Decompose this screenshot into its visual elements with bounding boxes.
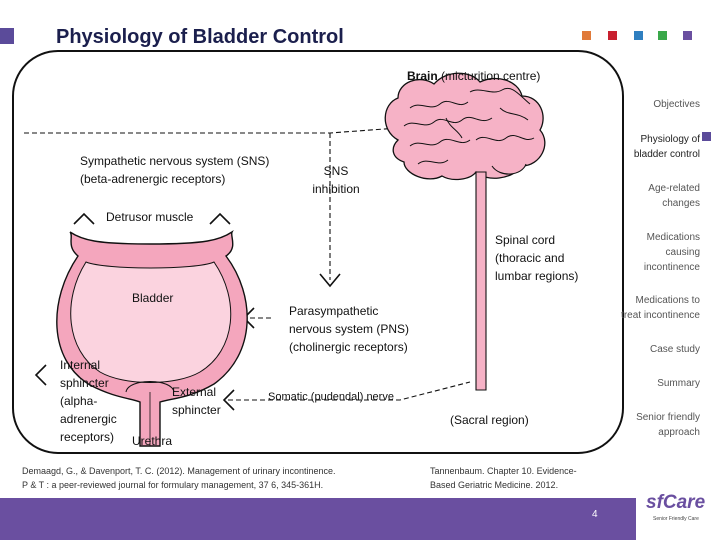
- sns-inhibition-line: inhibition: [312, 182, 360, 196]
- sns-label-line: (beta-adrenergic receptors): [80, 172, 226, 186]
- sns-inhibition-label: SNS inhibition: [310, 162, 362, 198]
- brain-shape: [384, 72, 546, 181]
- external-sphincter-label: External sphincter: [172, 383, 221, 419]
- reference-right-line: Based Geriatric Medicine. 2012.: [430, 480, 559, 490]
- nav-item-medications-treat[interactable]: Medications to treat incontinence: [621, 295, 700, 321]
- brain-subtitle: (micturition centre): [441, 69, 541, 83]
- urethra-label: Urethra: [132, 434, 173, 448]
- sfcare-logo: sfCare: [646, 492, 706, 513]
- reference-right: Tannenbaum. Chapter 10. Evidence- Based …: [430, 464, 577, 492]
- sacral-region-label: (Sacral region): [450, 413, 529, 427]
- accent-square-green: [658, 31, 667, 40]
- spinal-cord-shape: [475, 171, 487, 391]
- pns-label-line: (cholinergic receptors): [289, 340, 408, 354]
- pns-label-line: Parasympathetic: [289, 304, 379, 318]
- accent-square-orange: [582, 31, 591, 40]
- internal-sphincter-line: receptors): [60, 430, 115, 444]
- page-number: 4: [592, 509, 598, 520]
- page-title: Physiology of Bladder Control: [56, 26, 344, 48]
- reference-left: Demaagd, G., & Davenport, T. C. (2012). …: [22, 464, 336, 492]
- brain-label: Brain (micturition centre): [407, 67, 540, 85]
- sns-inhibition-line: SNS: [323, 164, 349, 178]
- nav-item-case-study[interactable]: Case study: [649, 344, 700, 355]
- sns-label-line: Sympathetic nervous system (SNS): [80, 154, 270, 168]
- brain-title: Brain: [407, 69, 438, 83]
- internal-sphincter-line: adrenergic: [60, 412, 117, 426]
- reference-right-line: Tannenbaum. Chapter 10. Evidence-: [430, 466, 577, 476]
- accent-square-purple: [683, 31, 692, 40]
- pns-label-line: nervous system (PNS): [289, 322, 410, 336]
- detrusor-label: Detrusor muscle: [106, 210, 194, 224]
- nav-item-physiology[interactable]: Physiology of bladder control: [633, 134, 700, 160]
- internal-sphincter-line: (alpha-: [60, 394, 98, 408]
- sns-pathway: [24, 127, 399, 280]
- sfcare-logo-tagline: Senior Friendly Care: [653, 516, 699, 522]
- internal-sphincter-label: Internal sphincter (alpha- adrenergic re…: [60, 356, 117, 446]
- accent-square-red: [608, 31, 617, 40]
- sns-label: Sympathetic nervous system (SNS) (beta-a…: [80, 152, 269, 188]
- external-sphincter-line: External: [172, 385, 217, 399]
- nav-item-senior-friendly[interactable]: Senior friendly approach: [636, 412, 700, 438]
- bladder-label: Bladder: [132, 291, 174, 305]
- nav-item-medications-causing[interactable]: Medications causing incontinence: [643, 232, 700, 273]
- nav-active-marker: [702, 132, 711, 141]
- footer-bar: [0, 498, 636, 540]
- accent-square-blue: [634, 31, 643, 40]
- header-corner-square: [0, 28, 14, 44]
- nav-item-summary[interactable]: Summary: [657, 378, 700, 389]
- external-sphincter-line: sphincter: [172, 403, 221, 417]
- nav-item-objectives[interactable]: Objectives: [653, 99, 700, 110]
- bladder-shape: [56, 229, 248, 447]
- reference-left-line: Demaagd, G., & Davenport, T. C. (2012). …: [22, 466, 336, 476]
- nav-item-age-related-changes[interactable]: Age-related changes: [648, 183, 700, 209]
- spinal-cord-line: Spinal cord: [495, 233, 556, 247]
- diagram-panel: [12, 50, 624, 454]
- pns-label: Parasympathetic nervous system (PNS) (ch…: [289, 302, 409, 356]
- somatic-nerve-label: Somatic (pudendal) nerve: [268, 391, 394, 403]
- internal-sphincter-line: sphincter: [60, 376, 109, 390]
- spinal-cord-label: Spinal cord (thoracic and lumbar regions…: [495, 231, 578, 285]
- reference-left-line: P & T : a peer-reviewed journal for form…: [22, 480, 324, 490]
- spinal-cord-line: lumbar regions): [495, 269, 579, 283]
- somatic-pathway: [228, 381, 471, 401]
- internal-sphincter-line: Internal: [60, 358, 101, 372]
- spinal-cord-line: (thoracic and: [495, 251, 565, 265]
